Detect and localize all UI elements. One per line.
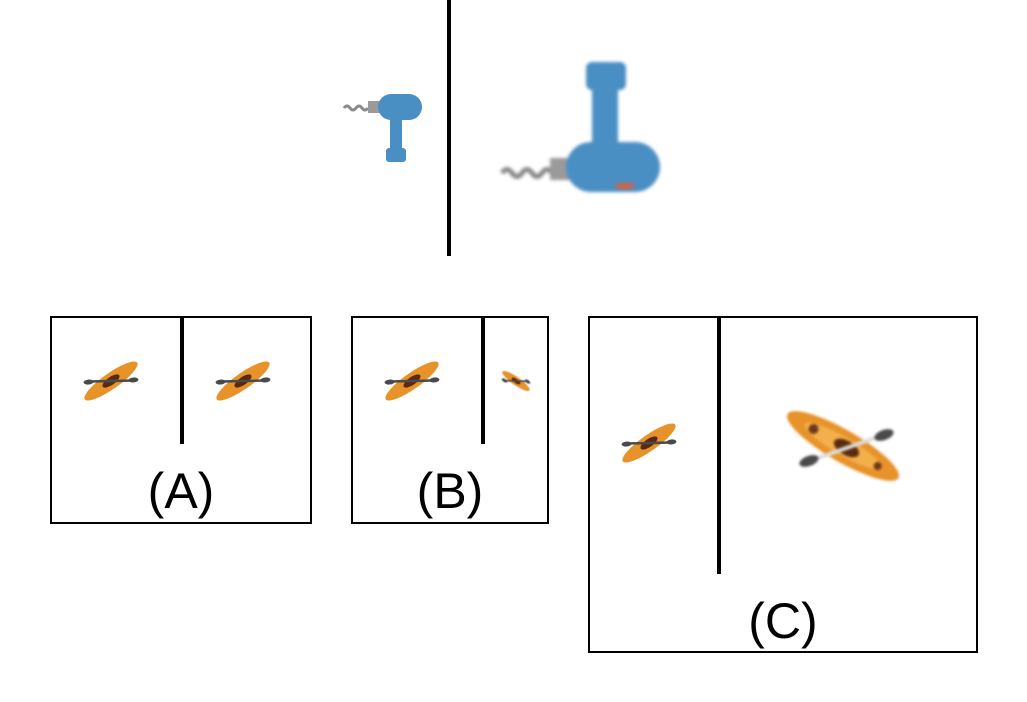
option-c-label: (C): [748, 593, 818, 649]
option-b-label: (B): [416, 463, 484, 519]
option-a-box[interactable]: (A): [50, 316, 312, 524]
kayak-icon: [83, 361, 139, 401]
reference-divider: [447, 0, 451, 256]
kayak-icon: [787, 411, 899, 481]
drill-icon: [342, 94, 422, 162]
option-b-divider: [481, 318, 485, 444]
kayak-icon: [384, 361, 440, 401]
option-c-box[interactable]: (C): [588, 316, 978, 653]
option-a-label: (A): [147, 463, 215, 519]
option-a-divider: [180, 318, 184, 444]
option-c-divider: [717, 318, 721, 574]
option-b-box[interactable]: (B): [351, 316, 549, 524]
kayak-icon: [501, 370, 531, 392]
kayak-icon: [215, 361, 271, 401]
kayak-icon: [621, 423, 677, 463]
drill-icon: [499, 62, 660, 192]
